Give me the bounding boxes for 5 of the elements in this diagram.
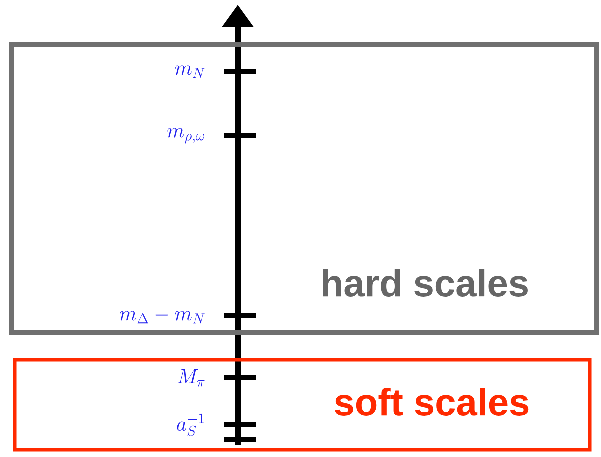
scale-label: $m_N$ [175,66,205,78]
scale-label: $M_\pi$ [178,369,205,387]
scale-label: $m_\Delta - m_N$ [120,311,205,324]
scale-label: $a_S^{-1}$ [177,414,204,436]
scale-label: $m_{\rho,\omega}$ [168,128,205,144]
